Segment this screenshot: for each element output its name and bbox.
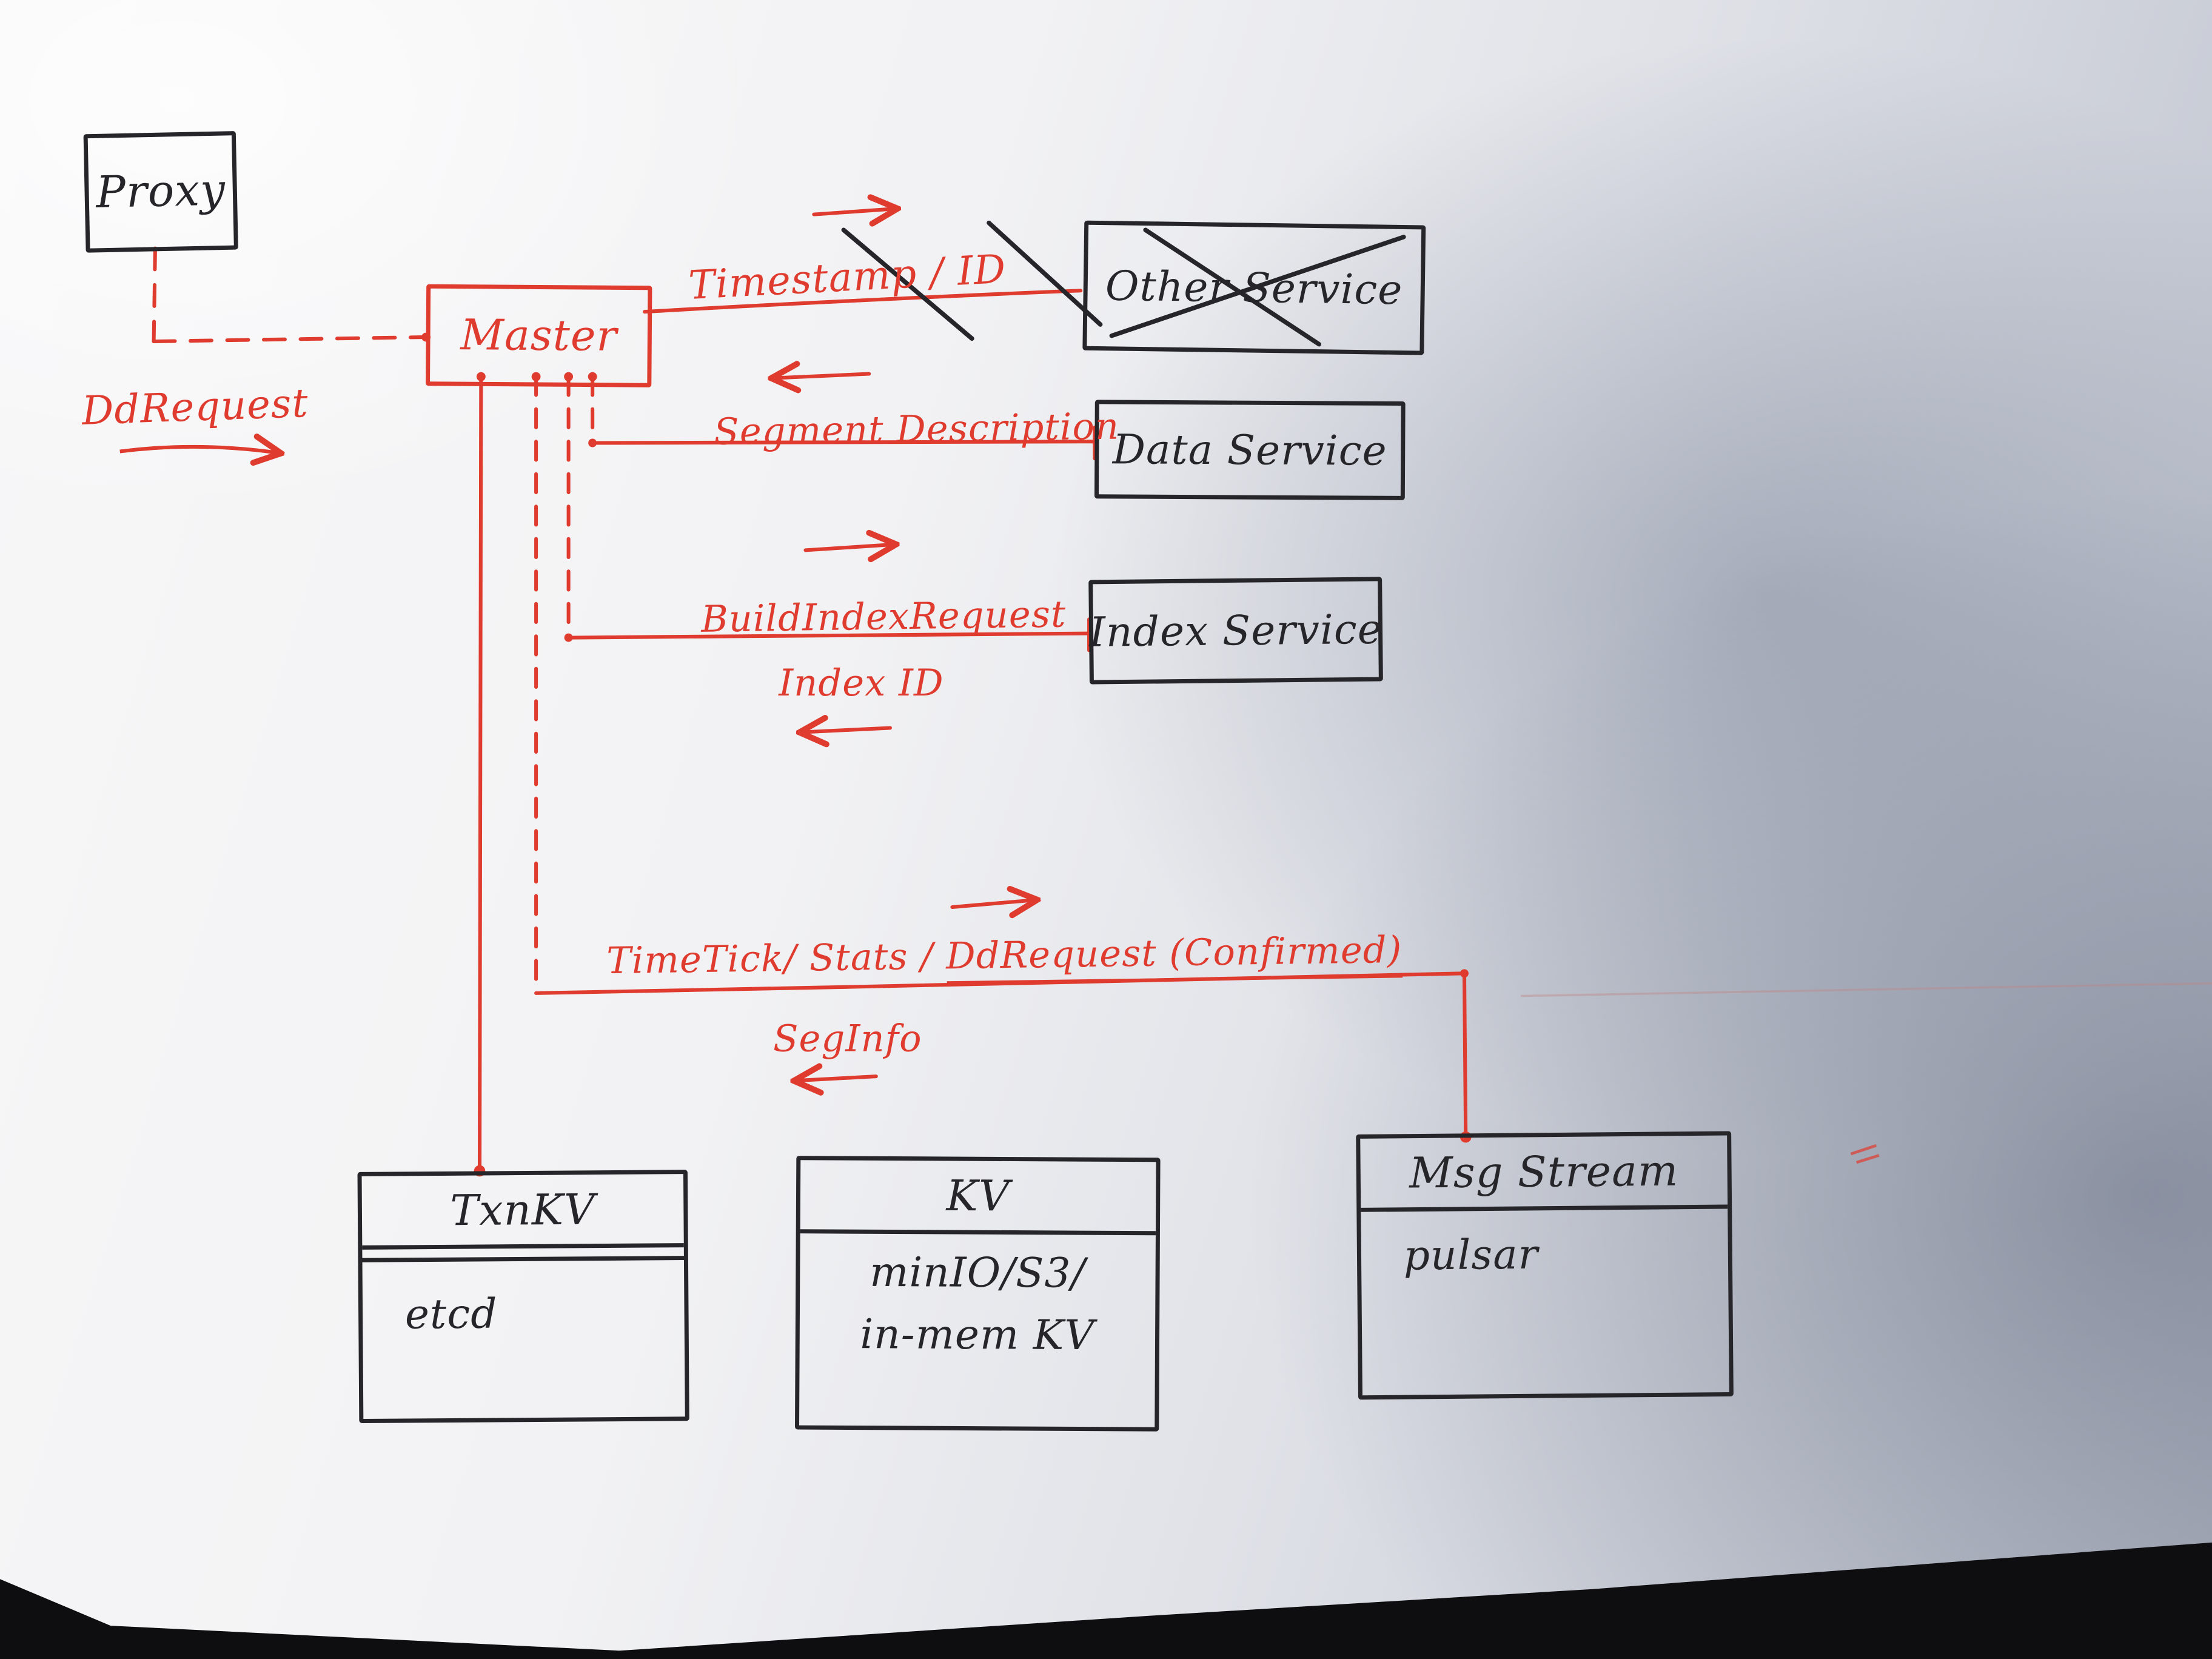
- node-proxy-label: Proxy: [95, 165, 226, 219]
- edge-master-txnkv: [474, 375, 486, 1177]
- paper-crease: [1520, 982, 2212, 997]
- node-msg-stream-impl: pulsar: [1403, 1230, 1539, 1279]
- node-proxy: Proxy: [83, 131, 238, 253]
- node-txnkv-impl: etcd: [404, 1289, 498, 1338]
- dd-request-arrow: [119, 447, 278, 453]
- node-other-service: Other Service: [1082, 220, 1426, 355]
- node-other-service-label: Other Service: [1105, 261, 1404, 314]
- edge-label-dd-request: DdRequest: [81, 380, 310, 435]
- node-kv-impl-line2: in-mem KV: [860, 1310, 1095, 1359]
- edge-master-data-service: [588, 374, 1097, 461]
- edge-label-timetick-part2: DdRequest (Confirmed): [945, 930, 1403, 984]
- node-msg-stream-title: Msg Stream: [1360, 1135, 1728, 1212]
- node-txnkv: TxnKV etcd: [357, 1170, 689, 1424]
- node-kv-title: KV: [800, 1160, 1156, 1236]
- edge-label-segment-description: Segment Description: [713, 406, 1120, 455]
- node-index-service-label: Index Service: [1088, 605, 1383, 657]
- edge-label-timetick-part1: TimeTick/ Stats /: [606, 936, 947, 984]
- stray-mark: [1850, 1144, 1880, 1164]
- node-index-service: Index Service: [1088, 577, 1383, 685]
- txnkv-divider: [361, 1247, 686, 1262]
- cross-out-strokes: [841, 220, 1406, 347]
- edge-master-index-service: [564, 375, 1091, 732]
- node-data-service: Data Service: [1094, 400, 1406, 500]
- node-kv: KV minIO/S3/ in-mem KV: [794, 1156, 1161, 1432]
- edge-master-msg-stream: [534, 375, 1472, 1143]
- node-kv-impl-line1: minIO/S3/: [870, 1248, 1086, 1298]
- edge-label-seg-info: SegInfo: [773, 1018, 922, 1061]
- edge-master-other-service: [643, 209, 1083, 314]
- edge-label-build-index-request: BuildIndexRequest: [700, 594, 1067, 642]
- edge-label-index-id: Index ID: [779, 663, 944, 706]
- node-txnkv-title: TxnKV: [361, 1174, 684, 1250]
- edge-proxy-master: [152, 246, 431, 344]
- node-data-service-label: Data Service: [1112, 425, 1387, 475]
- node-msg-stream: Msg Stream pulsar: [1356, 1131, 1734, 1400]
- node-master: Master: [426, 284, 652, 387]
- node-master-label: Master: [460, 310, 618, 361]
